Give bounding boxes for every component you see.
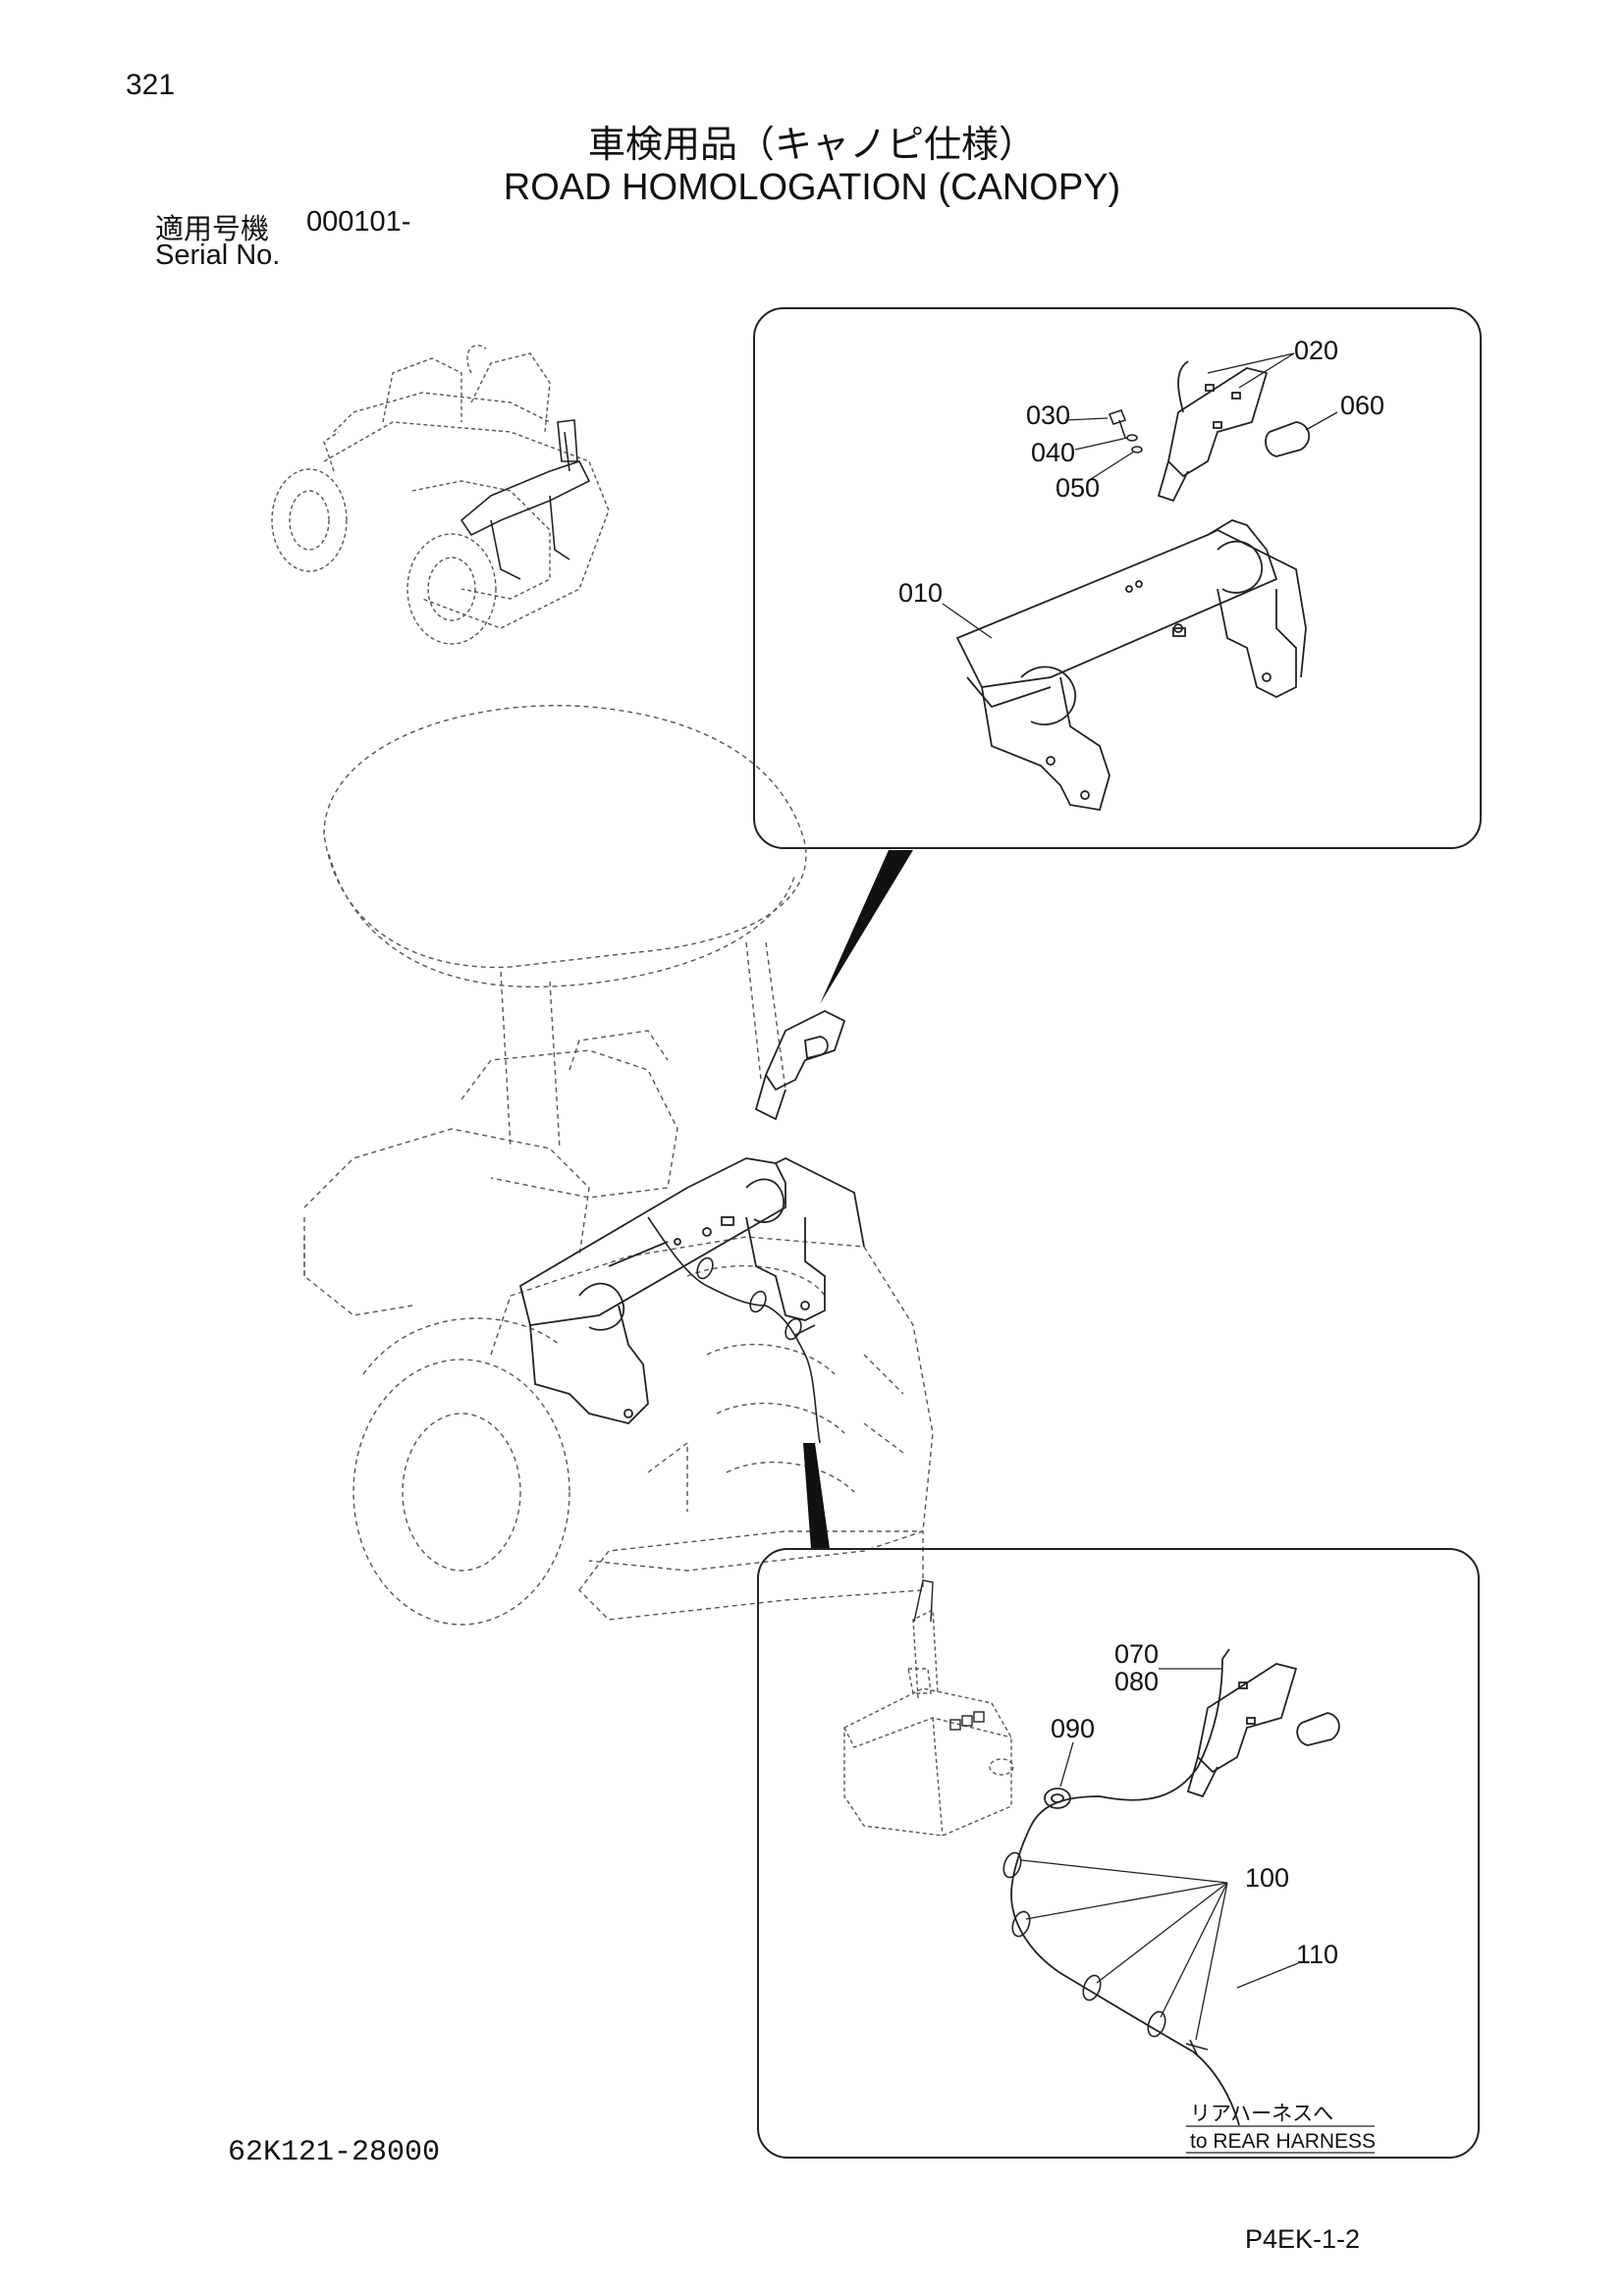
page-reference: P4EK-1-2 — [1245, 2224, 1361, 2254]
overview-machine-illustration — [271, 345, 610, 645]
callout-060: 060 — [1340, 391, 1384, 420]
grommet-part-090 — [1044, 1788, 1071, 1809]
callout-100: 100 — [1245, 1863, 1289, 1893]
bottom-detail-pointer — [803, 1443, 830, 1549]
page-title-english: ROAD HOMOLOGATION (CANOPY) — [503, 167, 1121, 208]
callout-010: 010 — [898, 578, 943, 608]
cable-ties-part-100 — [1002, 1851, 1209, 2057]
callout-020: 020 — [1294, 336, 1338, 365]
callout-090: 090 — [1051, 1714, 1095, 1743]
rear-harness-part-110 — [1010, 1648, 1240, 2126]
bolt-washer-parts-030-040-050 — [1108, 409, 1143, 454]
serial-label-english: Serial No. — [155, 240, 281, 271]
lamp-part-060 — [1265, 421, 1310, 457]
harness-plate-bottom — [1186, 1663, 1340, 1798]
serial-label-japanese: 適用号機 — [155, 212, 270, 245]
harness-note-english: to REAR HARNESS — [1190, 2130, 1376, 2153]
drawing-code: 62K121-28000 — [228, 2136, 441, 2169]
mounting-plate-part-020 — [1157, 360, 1269, 503]
main-machine-illustration — [303, 705, 934, 1626]
control-console-switches — [913, 1579, 985, 1731]
callout-040: 040 — [1031, 438, 1075, 467]
bottom-callout-leaders — [1020, 1668, 1375, 2154]
page-title-japanese: 車検用品（キャノピ仕様） — [587, 123, 1036, 166]
front-bracket-part-010 — [955, 519, 1307, 812]
installed-harness-wire — [647, 1216, 821, 1444]
callout-050: 050 — [1056, 473, 1100, 503]
callout-070: 070 — [1114, 1639, 1159, 1669]
callout-030: 030 — [1026, 400, 1070, 430]
top-detail-box — [753, 307, 1482, 849]
harness-note-japanese: リアハーネスへ — [1190, 2102, 1333, 2125]
control-console-illustration — [843, 1608, 1014, 1837]
top-detail-pointer — [820, 850, 913, 1004]
bottom-detail-box — [757, 1548, 1480, 2159]
callout-110: 110 — [1296, 1940, 1338, 1969]
page-number: 321 — [126, 69, 176, 101]
installed-bracket-assembly — [518, 1009, 865, 1424]
serial-number-value: 000101- — [306, 206, 411, 238]
callout-080: 080 — [1114, 1667, 1159, 1696]
top-callout-leaders — [942, 352, 1338, 639]
overview-front-bracket — [460, 419, 591, 580]
